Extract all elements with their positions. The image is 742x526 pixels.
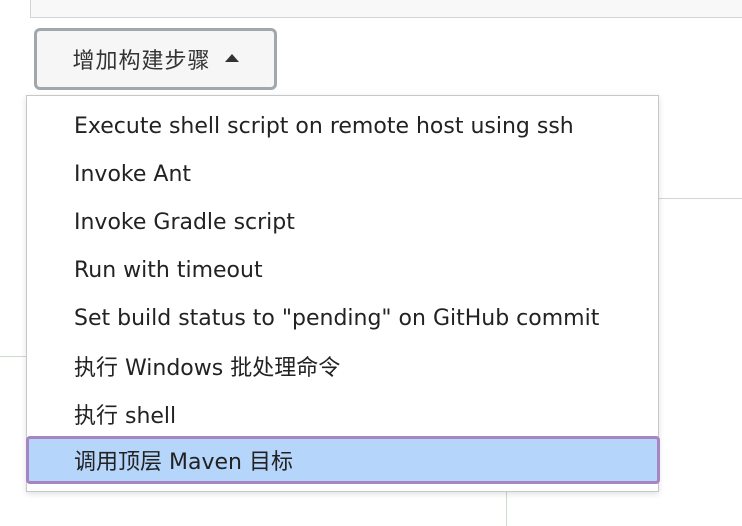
menu-item-invoke-gradle[interactable]: Invoke Gradle script bbox=[74, 209, 295, 235]
menu-item-remote-ssh[interactable]: Execute shell script on remote host usin… bbox=[74, 113, 574, 139]
menu-item-execute-shell[interactable]: 执行 shell bbox=[74, 404, 177, 429]
add-build-step-label: 增加构建步骤 bbox=[72, 49, 211, 74]
menu-item-run-with-timeout[interactable]: Run with timeout bbox=[74, 257, 263, 283]
build-step-dropdown: Execute shell script on remote host usin… bbox=[26, 95, 660, 492]
add-build-step-button[interactable]: 增加构建步骤 bbox=[34, 28, 277, 90]
menu-item-windows-batch[interactable]: 执行 Windows 批处理命令 bbox=[74, 356, 341, 381]
menu-item-invoke-ant[interactable]: Invoke Ant bbox=[74, 161, 192, 187]
menu-item-github-pending-status[interactable]: Set build status to "pending" on GitHub … bbox=[74, 305, 600, 331]
menu-item-maven-targets[interactable]: 调用顶层 Maven 目标 bbox=[26, 436, 660, 484]
background-divider-left bbox=[0, 356, 26, 357]
background-divider-bottom bbox=[506, 486, 507, 526]
background-divider bbox=[655, 198, 742, 199]
caret-up-icon bbox=[224, 54, 239, 62]
background-panel bbox=[30, 0, 742, 18]
